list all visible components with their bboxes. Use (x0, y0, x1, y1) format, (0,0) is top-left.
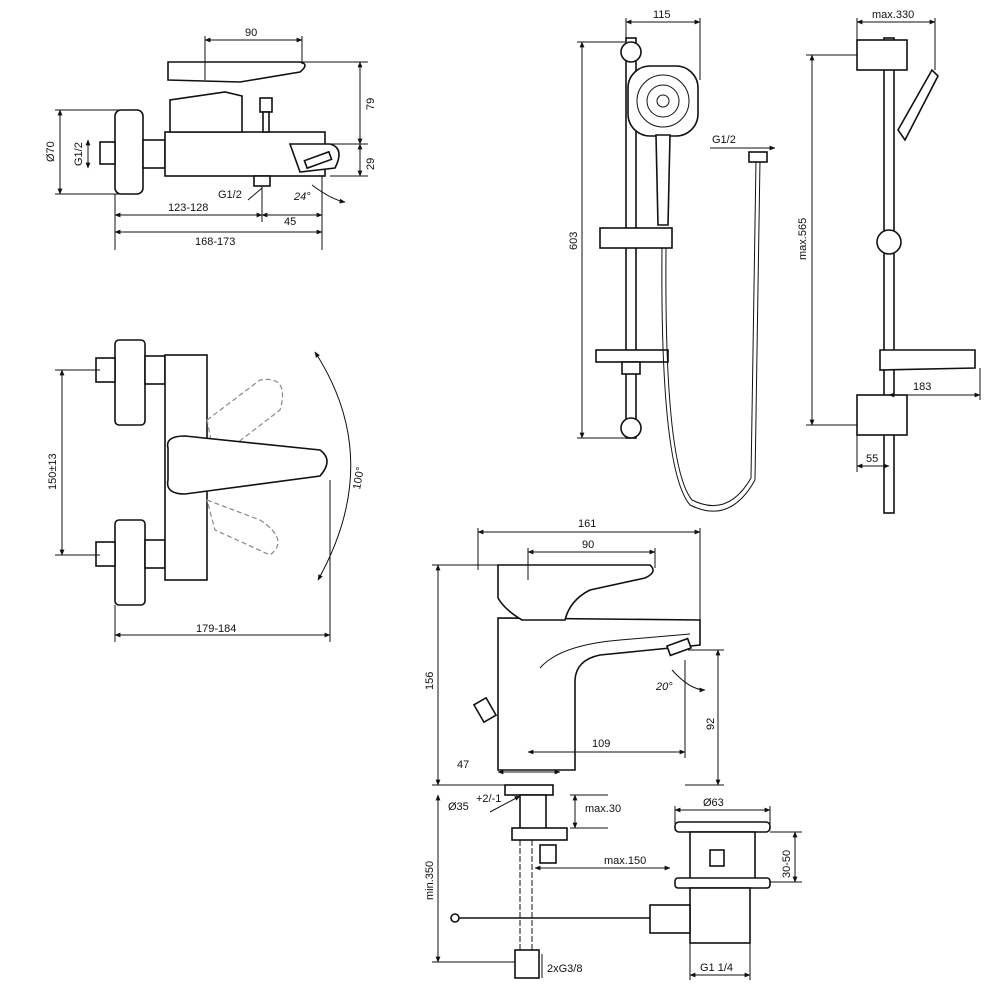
dim-hose-g12: G1/2 (712, 134, 736, 146)
dim-deck-max30: max.30 (585, 803, 621, 815)
waste-flange (674, 877, 771, 889)
rail-side (883, 37, 895, 514)
dim-diameter-70: Ø70 (45, 141, 57, 162)
basin-aerator (665, 637, 693, 657)
spout-aerator (303, 150, 333, 170)
dim-centers-150: 150±13 (47, 453, 59, 490)
shower-hose (661, 159, 761, 512)
dim-reach-109: 109 (592, 738, 610, 750)
upper-nut (144, 355, 166, 385)
shelf-side (879, 349, 976, 371)
dim-overall-168-173: 168-173 (195, 236, 235, 248)
fixing-nut (539, 844, 557, 864)
dim-waste-height: 30-50 (781, 850, 793, 878)
dim-angle-20: 20° (655, 681, 673, 693)
dim-width-161: 161 (578, 518, 596, 530)
waste-tail (689, 887, 751, 944)
rail-bottom-cap (620, 417, 642, 439)
dim-hose-g38: 2xG3/8 (547, 963, 582, 975)
waste-slot (709, 849, 725, 867)
dim-height-156: 156 (424, 672, 436, 690)
dim-spout-45: 45 (284, 216, 296, 228)
dim-shelf-183: 183 (913, 381, 931, 393)
lower-nut (144, 539, 166, 569)
cartridge-housing (169, 91, 243, 133)
shower-head (627, 65, 699, 137)
shelf-clamp (621, 361, 641, 375)
waste-side-port (649, 904, 691, 934)
fixing-plate (511, 827, 568, 841)
dim-waste-thread: G1 1/4 (700, 962, 733, 974)
hose-end (514, 949, 540, 979)
slider-side (876, 229, 902, 255)
dim-base-47: 47 (457, 759, 469, 771)
waste-cap (674, 821, 771, 833)
top-bracket (856, 39, 908, 71)
base-ring (504, 784, 554, 796)
basin-body (497, 617, 701, 771)
popup-knob (472, 696, 498, 724)
dim-waste-63: Ø63 (703, 797, 724, 809)
shower-outlet (253, 175, 271, 187)
hose-nut (748, 151, 768, 163)
dim-head-width-115: 115 (653, 9, 671, 21)
shower-set-side-view: max.330 max.565 183 55 (797, 9, 981, 514)
bath-mixer-side-view: 90 79 29 Ø70 G1/2 G1/2 24° 123-128 45 16… (45, 27, 377, 250)
dim-lever-90-basin: 90 (582, 539, 594, 551)
shower-head-side (897, 68, 939, 142)
dim-rod-max150: max.150 (604, 855, 646, 867)
basin-lever (497, 564, 654, 621)
shower-handle (655, 134, 671, 226)
diverter-knob (259, 97, 273, 113)
inlet-nut (142, 139, 166, 169)
dim-rotation-100: 100° (351, 466, 367, 491)
dim-overall-179-184: 179-184 (196, 623, 236, 635)
waste-valve: Ø63 30-50 G1 1/4 (649, 797, 802, 980)
dim-max-330: max.330 (872, 9, 914, 21)
dim-spout-92: 92 (705, 718, 717, 730)
dim-bar-603: 603 (568, 232, 580, 250)
bottom-bracket (856, 394, 908, 436)
dim-lever-90: 90 (245, 27, 257, 39)
dim-hole-tolerance: +2/-1 (476, 793, 501, 805)
wall-rosette (114, 109, 144, 195)
rail-top-cap (620, 41, 642, 63)
dim-angle-24: 24° (293, 191, 311, 203)
lower-connector (95, 541, 116, 567)
bath-mixer-top-view: 100° 150±13 179-184 (47, 339, 367, 642)
soap-shelf (595, 349, 669, 363)
basin-mixer-side-view: 161 90 156 20° 92 109 47 Ø35 +2/-1 max.3… (424, 518, 724, 979)
lower-rosette (114, 519, 146, 606)
dim-hole-35: Ø35 (448, 801, 469, 813)
dim-inner-123-128: 123-128 (168, 202, 208, 214)
dim-min-350: min.350 (424, 861, 436, 900)
diverter-stem (262, 111, 270, 133)
inlet-connector (99, 141, 116, 165)
dim-outlet-g12: G1/2 (218, 189, 242, 201)
shower-set-front-view: 115 603 G1/2 (568, 9, 776, 512)
upper-rosette (114, 339, 146, 426)
slider-holder (599, 227, 673, 249)
dim-bracket-55: 55 (866, 453, 878, 465)
dim-height-79: 79 (365, 98, 377, 110)
lever-top (166, 435, 328, 495)
dim-max-565: max.565 (797, 218, 809, 260)
dim-inlet-g12: G1/2 (73, 142, 85, 166)
lever-position-ghost-lower (206, 499, 279, 556)
dim-spout-29: 29 (365, 158, 377, 170)
lever-handle (167, 61, 306, 83)
